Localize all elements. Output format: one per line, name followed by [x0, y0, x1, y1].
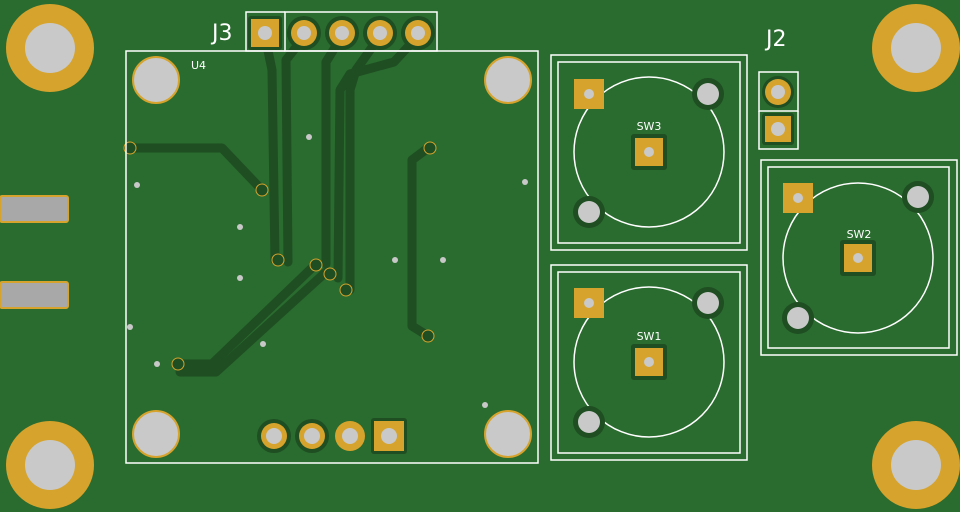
mounting-holes — [6, 4, 960, 509]
sw3-pad-drill — [584, 89, 594, 99]
j2-pin-drill — [771, 85, 785, 99]
via — [123, 141, 137, 155]
drill-dot — [154, 361, 160, 367]
via — [171, 357, 185, 371]
sw3-inner-outline — [557, 61, 741, 244]
sw2-label: SW2 — [847, 228, 872, 241]
sw1-body-circle — [573, 286, 725, 438]
u4-pin-drill — [342, 428, 358, 444]
u4-label: U4 — [191, 59, 206, 72]
drill-dot — [127, 324, 133, 330]
sw3-pad-round-drill — [697, 83, 719, 105]
edge-connector — [0, 195, 69, 309]
sw1-pad-drill — [584, 298, 594, 308]
via — [271, 253, 285, 267]
via — [323, 267, 337, 281]
drill-dots — [127, 134, 528, 408]
drill-dot — [260, 341, 266, 347]
u4-hole-bl — [132, 410, 180, 458]
u4-pin-drill — [266, 428, 282, 444]
j3-pin-drill — [373, 26, 387, 40]
mounting-hole-bottom-left-drill — [25, 440, 75, 490]
drill-dot — [134, 182, 140, 188]
sw2-center-drill — [853, 253, 863, 263]
mounting-hole-top-right-drill — [891, 23, 941, 73]
mounting-hole-top-left-drill — [25, 23, 75, 73]
sw2-pad-round-drill — [787, 307, 809, 329]
j2-silk-outline — [758, 71, 799, 112]
u4-bottom-header — [257, 418, 407, 454]
u4-pin-drill — [304, 428, 320, 444]
trace-h — [173, 259, 321, 369]
sw1-outer-outline — [550, 264, 748, 461]
trace-a — [125, 143, 267, 195]
via — [423, 141, 437, 155]
sw1-label: SW1 — [637, 330, 662, 343]
sw2-inner-outline — [767, 166, 950, 349]
sw1-inner-outline — [557, 271, 741, 454]
u4-hole-tl — [132, 56, 180, 104]
j3-pin-drill — [297, 26, 311, 40]
u4-hole-br — [484, 410, 532, 458]
j2-pin-drill — [771, 122, 785, 136]
via — [255, 183, 269, 197]
sw2-pad-round-drill — [907, 186, 929, 208]
sw2-outer-outline — [760, 159, 958, 356]
drill-dot — [440, 257, 446, 263]
j3-pin-drill — [258, 26, 272, 40]
sw2-body-circle — [782, 182, 934, 334]
edge-pad-bottom — [0, 281, 69, 309]
trace-e — [345, 31, 385, 295]
mounting-hole-bottom-right-drill — [891, 440, 941, 490]
via — [421, 329, 435, 343]
sw3-body-circle — [573, 76, 725, 228]
sw1-pad-round-drill — [578, 411, 600, 433]
sw3-center-drill — [644, 147, 654, 157]
edge-pad-top — [0, 195, 69, 223]
u4-hole-tr — [484, 56, 532, 104]
sw3-label: SW3 — [637, 120, 662, 133]
trace-f — [333, 31, 423, 283]
drill-dot — [392, 257, 398, 263]
j3-pin-drill — [411, 26, 425, 40]
switch-sw3: SW3 — [550, 54, 748, 251]
u4-corner-holes — [132, 56, 532, 458]
drill-dot — [306, 134, 312, 140]
sw1-center-drill — [644, 357, 654, 367]
connector-j3: J3 — [210, 11, 438, 52]
trace-g — [407, 143, 433, 341]
vias — [123, 141, 437, 371]
j3-silk-outline — [284, 11, 438, 52]
drill-dot — [237, 275, 243, 281]
switch-sw1: SW1 — [550, 264, 748, 461]
via — [339, 283, 353, 297]
sw3-outer-outline — [550, 54, 748, 251]
j3-label: J3 — [210, 21, 233, 46]
sw2-pad-drill — [793, 193, 803, 203]
switch-sw2: SW2 — [760, 159, 958, 356]
sw1-pad-round-drill — [697, 292, 719, 314]
sw3-pad-round-drill — [578, 201, 600, 223]
j2-label: J2 — [764, 27, 787, 52]
trace-i — [175, 267, 331, 377]
drill-dot — [522, 179, 528, 185]
j3-silk-pin1 — [245, 11, 285, 52]
via — [309, 258, 323, 272]
j2-silk-pin1 — [758, 111, 799, 150]
drill-dot — [482, 402, 488, 408]
drill-dot — [237, 224, 243, 230]
u4-pin-drill — [381, 428, 397, 444]
j3-pin-drill — [335, 26, 349, 40]
connector-j2: J2 — [758, 27, 799, 150]
